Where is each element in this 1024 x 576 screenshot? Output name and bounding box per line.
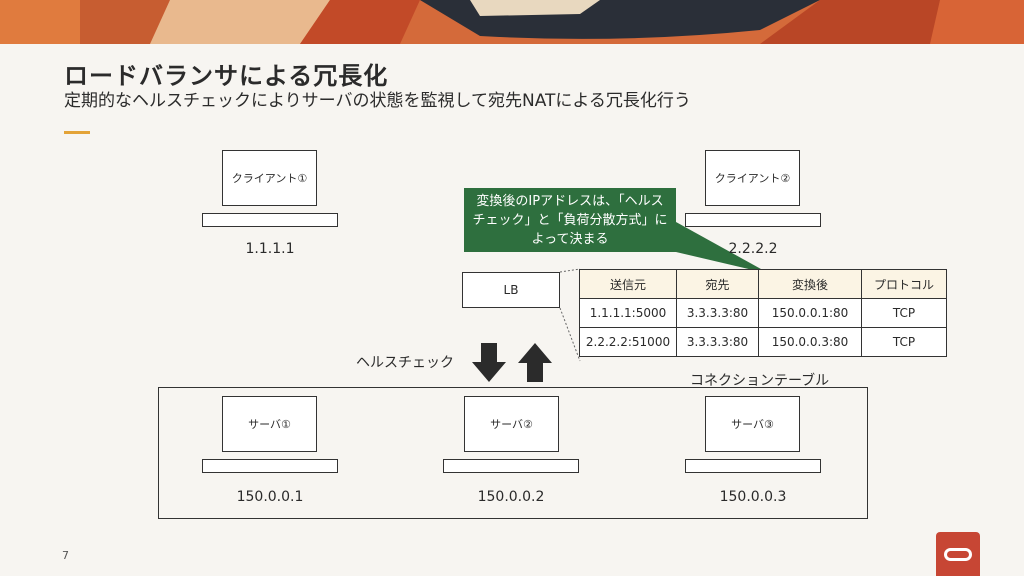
table-cell: TCP bbox=[861, 298, 947, 328]
table-cell: TCP bbox=[861, 327, 947, 357]
header-protocol: プロトコル bbox=[861, 269, 947, 299]
load-balancer-box: LB bbox=[462, 272, 560, 308]
page-subtitle: 定期的なヘルスチェックによりサーバの状態を監視して宛先NATによる冗長化行う bbox=[64, 91, 691, 111]
table-cell: 3.3.3.3:80 bbox=[676, 327, 759, 357]
server-3-ip: 150.0.0.3 bbox=[719, 489, 787, 505]
client-2-label: クライアント② bbox=[714, 172, 791, 185]
server-3-label: サーバ③ bbox=[731, 418, 774, 431]
client-1-label: クライアント① bbox=[231, 172, 308, 185]
page-number: 7 bbox=[62, 549, 69, 562]
table-cell: 150.0.0.1:80 bbox=[758, 298, 862, 328]
connection-table: 送信元 宛先 変換後 プロトコル 1.1.1.1:5000 3.3.3.3:80… bbox=[579, 269, 947, 357]
nat-callout: 変換後のIPアドレスは、「ヘルスチェック」と「負荷分散方式」によって決まる bbox=[464, 188, 676, 252]
client-2-keyboard bbox=[685, 213, 821, 227]
server-1-label: サーバ① bbox=[248, 418, 291, 431]
table-cell: 150.0.0.3:80 bbox=[758, 327, 862, 357]
connection-table-label: コネクションテーブル bbox=[690, 373, 830, 389]
header-destination: 宛先 bbox=[676, 269, 759, 299]
server-2-keyboard bbox=[443, 459, 579, 473]
table-cell: 2.2.2.2:51000 bbox=[579, 327, 677, 357]
health-check-down-arrow bbox=[472, 343, 506, 382]
client-1-ip: 1.1.1.1 bbox=[245, 241, 295, 257]
client-1-keyboard bbox=[202, 213, 338, 227]
server-2-label: サーバ② bbox=[490, 418, 533, 431]
table-row: 1.1.1.1:5000 3.3.3.3:80 150.0.0.1:80 TCP bbox=[579, 298, 947, 328]
header-translated: 変換後 bbox=[758, 269, 862, 299]
client-2-monitor: クライアント② bbox=[705, 150, 800, 206]
server-1-monitor: サーバ① bbox=[222, 396, 317, 452]
lb-label: LB bbox=[503, 283, 519, 297]
page-title: ロードバランサによる冗長化 bbox=[64, 62, 389, 90]
table-row: 2.2.2.2:51000 3.3.3.3:80 150.0.0.3:80 TC… bbox=[579, 327, 947, 357]
table-header-row: 送信元 宛先 変換後 プロトコル bbox=[579, 269, 947, 299]
server-3-keyboard bbox=[685, 459, 821, 473]
callout-text: 変換後のIPアドレスは、「ヘルスチェック」と「負荷分散方式」によって決まる bbox=[472, 193, 668, 247]
client-2-ip: 2.2.2.2 bbox=[728, 241, 778, 257]
server-2-monitor: サーバ② bbox=[464, 396, 559, 452]
brand-logo bbox=[936, 532, 980, 576]
header-source: 送信元 bbox=[579, 269, 677, 299]
server-1-keyboard bbox=[202, 459, 338, 473]
table-cell: 1.1.1.1:5000 bbox=[579, 298, 677, 328]
health-check-label: ヘルスチェック bbox=[356, 355, 454, 371]
server-group-frame bbox=[158, 387, 868, 519]
logo-ring-icon bbox=[944, 548, 972, 561]
server-2-ip: 150.0.0.2 bbox=[477, 489, 545, 505]
title-accent-line bbox=[64, 131, 90, 134]
client-1-monitor: クライアント① bbox=[222, 150, 317, 206]
health-check-up-arrow bbox=[518, 343, 552, 382]
table-cell: 3.3.3.3:80 bbox=[676, 298, 759, 328]
server-3-monitor: サーバ③ bbox=[705, 396, 800, 452]
decorative-banner bbox=[0, 0, 1024, 44]
server-1-ip: 150.0.0.1 bbox=[236, 489, 304, 505]
